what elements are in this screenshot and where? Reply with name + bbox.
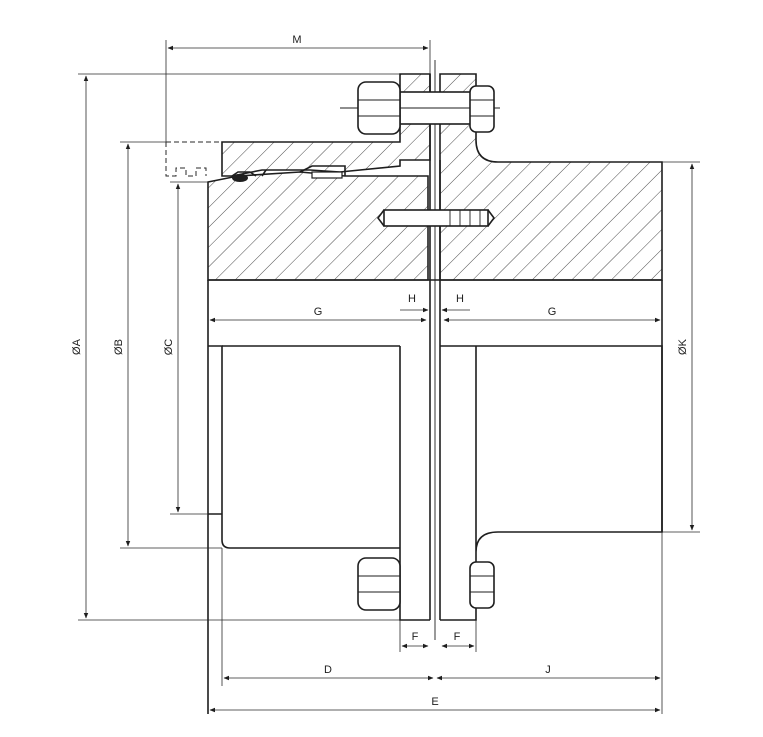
- dim-label-H-left: H: [408, 293, 416, 305]
- dim-label-E: E: [431, 696, 438, 708]
- left-hub-outline: [207, 280, 400, 714]
- dim-label-K: ØK: [677, 338, 689, 355]
- dim-label-G-left: G: [314, 306, 323, 318]
- gear-teeth: [231, 165, 346, 177]
- left-flange-outline: [399, 346, 430, 621]
- dim-label-H-right: H: [456, 293, 464, 305]
- dim-label-A: ØA: [71, 338, 83, 355]
- seal-dashed-outline: [165, 141, 222, 177]
- dim-label-G-right: G: [548, 306, 557, 318]
- dim-label-M: M: [292, 34, 301, 46]
- dim-label-D: D: [324, 664, 332, 676]
- top-bolt: [340, 81, 500, 135]
- seal-insert: [311, 171, 343, 179]
- bottom-bolt: [357, 557, 495, 611]
- pin: [383, 209, 489, 227]
- right-flange-section: [439, 73, 663, 281]
- dim-label-B: ØB: [113, 339, 125, 355]
- dim-label-C: ØC: [163, 339, 175, 356]
- dim-label-F-left: F: [412, 631, 419, 643]
- right-flange-outline: [440, 345, 663, 621]
- o-ring: [232, 174, 248, 182]
- dim-label-F-right: F: [454, 631, 461, 643]
- dim-label-J: J: [545, 664, 551, 676]
